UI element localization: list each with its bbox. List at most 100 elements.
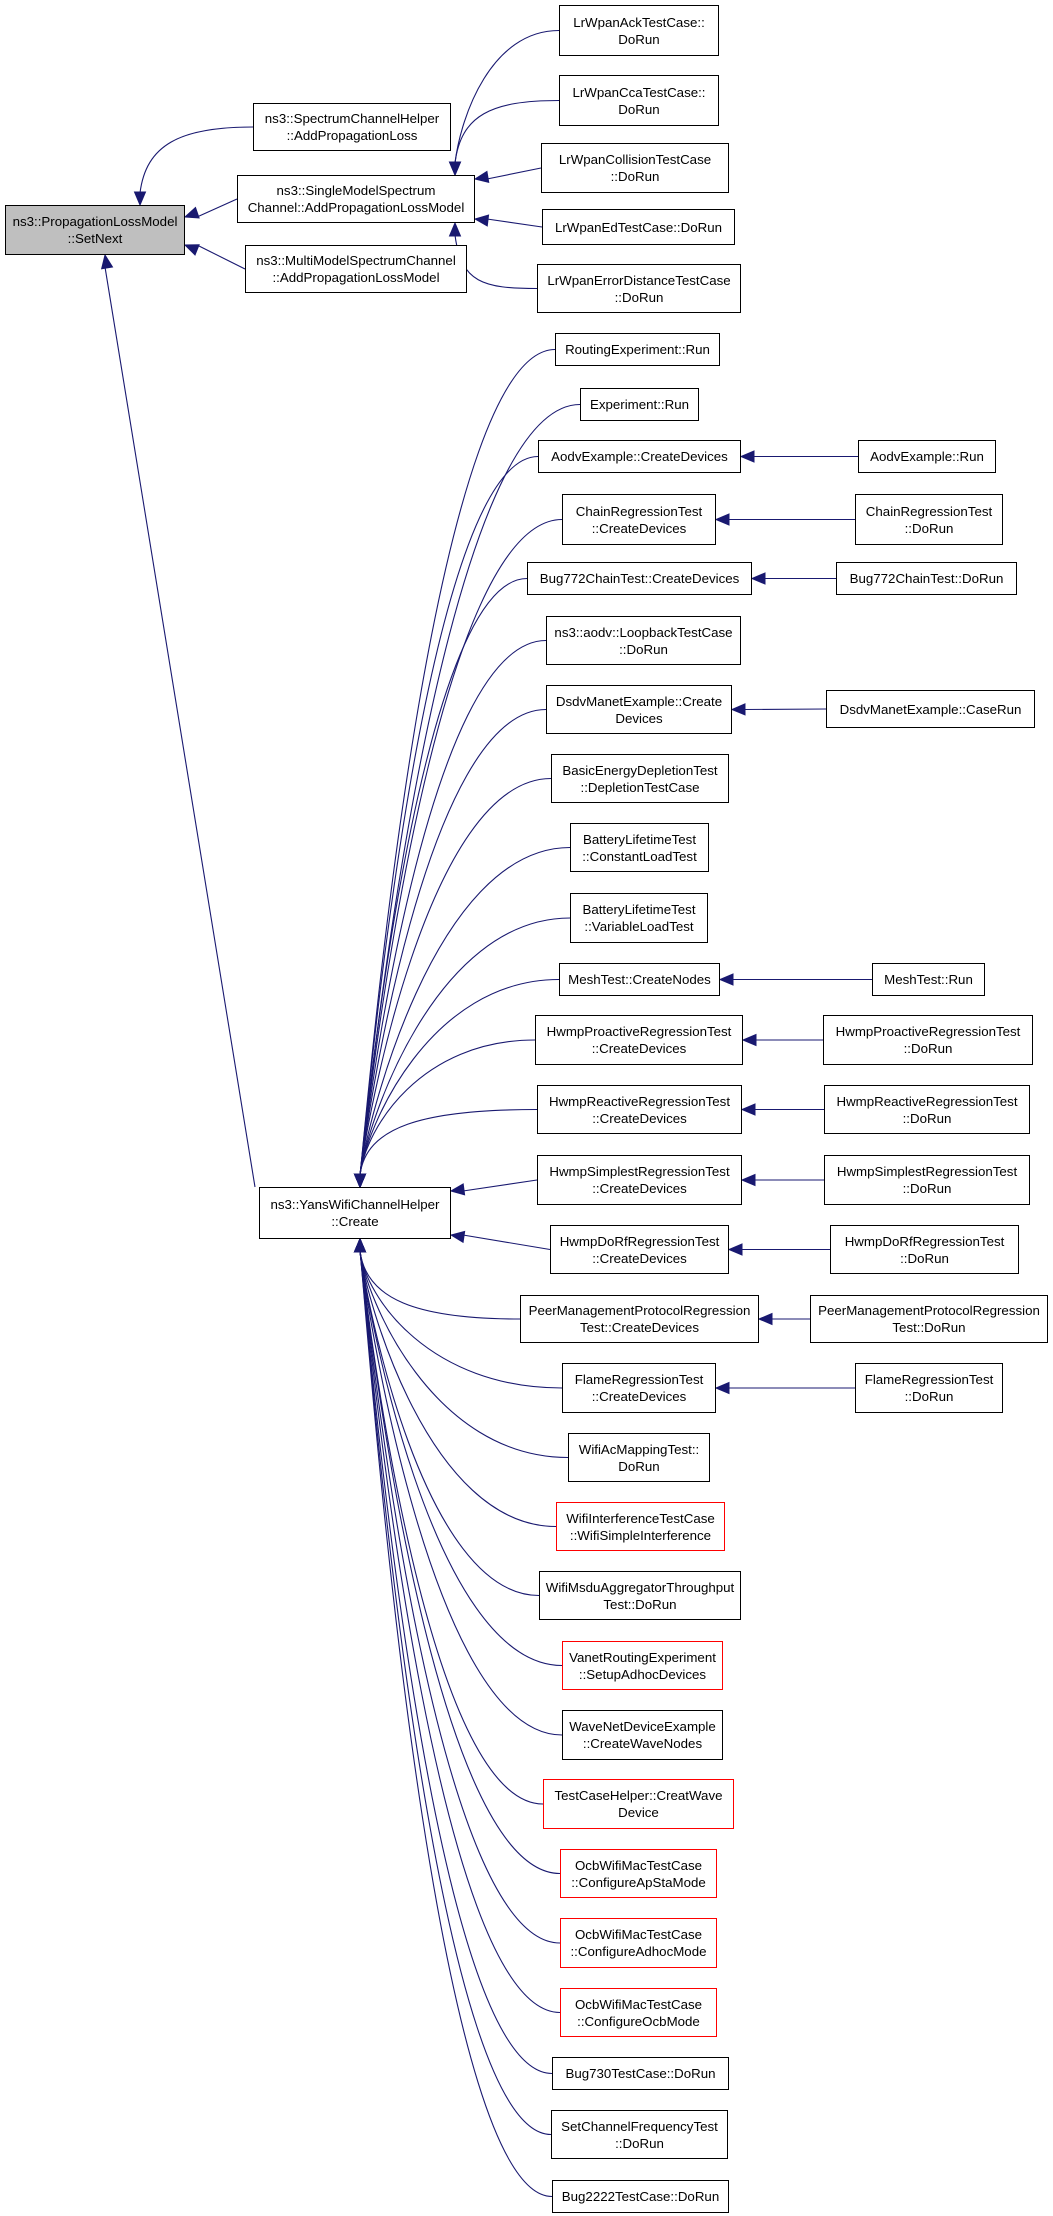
node-label-line: OcbWifiMacTestCase bbox=[574, 1927, 703, 1942]
node-dsdv-caserun[interactable]: DsdvManetExample::CaseRun bbox=[826, 690, 1035, 728]
node-label-line: HwmpSimplestRegressionTest bbox=[549, 1164, 730, 1179]
node-hwmp-pro-create[interactable]: HwmpProactiveRegressionTest::CreateDevic… bbox=[535, 1015, 743, 1065]
node-bug772-create[interactable]: Bug772ChainTest::CreateDevices bbox=[527, 562, 752, 595]
node-label-line: ::AddPropagationLoss bbox=[286, 128, 418, 143]
node-bug730[interactable]: Bug730TestCase::DoRun bbox=[552, 2057, 729, 2090]
arrowhead-hwmp-sim-create-to-yans-create bbox=[449, 1183, 466, 1196]
node-set-channel[interactable]: SetChannelFrequencyTest::DoRun bbox=[551, 2110, 728, 2159]
node-label-line: Devices bbox=[615, 710, 663, 726]
node-routing-exp[interactable]: RoutingExperiment::Run bbox=[555, 333, 720, 366]
node-hwmp-sim-run[interactable]: HwmpSimplestRegressionTest::DoRun bbox=[824, 1155, 1030, 1205]
edge-lrwpan-error-to-single-model bbox=[454, 234, 538, 290]
node-setnext[interactable]: ns3::PropagationLossModel::SetNext bbox=[5, 205, 185, 255]
node-flame-create[interactable]: FlameRegressionTest::CreateDevices bbox=[562, 1363, 716, 1413]
node-ocb-ocb[interactable]: OcbWifiMacTestCase::ConfigureOcbMode bbox=[560, 1988, 717, 2037]
node-lrwpan-cca[interactable]: LrWpanCcaTestCase::DoRun bbox=[559, 75, 719, 126]
edge-hwmp-rea-create-to-yans-create bbox=[359, 1108, 538, 1176]
node-label-line: HwmpReactiveRegressionTest bbox=[836, 1093, 1018, 1109]
edge-battery-const-to-yans-create bbox=[359, 846, 571, 1176]
arrowhead-bug772-run-to-bug772-create bbox=[750, 572, 766, 585]
node-chain-run[interactable]: ChainRegressionTest::DoRun bbox=[855, 494, 1003, 545]
node-hwmp-sim-create[interactable]: HwmpSimplestRegressionTest::CreateDevice… bbox=[537, 1155, 742, 1205]
node-bug2222[interactable]: Bug2222TestCase::DoRun bbox=[552, 2180, 729, 2213]
node-wave-net[interactable]: WaveNetDeviceExample::CreateWaveNodes bbox=[562, 1710, 723, 1760]
node-label-line: ::CreateDevices bbox=[591, 1389, 687, 1404]
node-label-line: Device bbox=[618, 1805, 659, 1820]
edge-multi-model-to-setnext bbox=[196, 244, 246, 270]
node-label-line: ::Create bbox=[331, 1214, 379, 1229]
edge-battery-var-to-yans-create bbox=[359, 917, 571, 1176]
node-label-line: MeshTest::CreateNodes bbox=[568, 972, 711, 987]
node-lrwpan-error[interactable]: LrWpanErrorDistanceTestCase::DoRun bbox=[537, 264, 741, 313]
arrowhead-hwmp-rea-run-to-hwmp-rea-create bbox=[740, 1103, 756, 1116]
node-hwmp-rea-create[interactable]: HwmpReactiveRegressionTest::CreateDevice… bbox=[537, 1085, 742, 1134]
node-lrwpan-ed[interactable]: LrWpanEdTestCase::DoRun bbox=[542, 209, 735, 245]
node-aodv-run[interactable]: AodvExample::Run bbox=[858, 440, 996, 473]
node-label-line: WifiMsduAggregatorThroughput bbox=[545, 1579, 735, 1595]
node-spectrum-helper[interactable]: ns3::SpectrumChannelHelper::AddPropagati… bbox=[253, 103, 451, 151]
node-lrwpan-ack[interactable]: LrWpanAckTestCase::DoRun bbox=[559, 5, 719, 56]
edge-dsdv-caserun-to-dsdv-create bbox=[743, 708, 827, 711]
node-wifi-ac[interactable]: WifiAcMappingTest::DoRun bbox=[568, 1433, 710, 1482]
node-experiment[interactable]: Experiment::Run bbox=[580, 388, 699, 421]
node-label-line: ::CreateWaveNodes bbox=[582, 1736, 703, 1751]
node-aodv-loopback[interactable]: ns3::aodv::LoopbackTestCase::DoRun bbox=[546, 616, 741, 665]
node-aodv-create[interactable]: AodvExample::CreateDevices bbox=[538, 440, 741, 473]
node-label-line: AodvExample::Run bbox=[870, 449, 984, 464]
arrowhead-peer-run-to-peer-create bbox=[757, 1312, 773, 1326]
node-label-line: HwmpProactiveRegressionTest bbox=[835, 1024, 1021, 1039]
node-label-line: ::ConstantLoadTest bbox=[582, 848, 697, 864]
arrowhead-lrwpan-cca-to-single-model bbox=[448, 161, 462, 177]
node-label-line: Bug2222TestCase::DoRun bbox=[561, 2189, 720, 2204]
node-battery-const[interactable]: BatteryLifetimeTest::ConstantLoadTest bbox=[570, 823, 709, 872]
node-label-line: ::CreateDevices bbox=[592, 1250, 687, 1266]
node-battery-var[interactable]: BatteryLifetimeTest::VariableLoadTest bbox=[570, 893, 708, 943]
node-label-line: ::DoRun bbox=[614, 289, 664, 305]
arrowhead-multi-model-to-setnext bbox=[183, 244, 200, 256]
node-lrwpan-collision[interactable]: LrWpanCollisionTestCase::DoRun bbox=[541, 143, 729, 193]
node-yans-create[interactable]: ns3::YansWifiChannelHelper::Create bbox=[259, 1187, 451, 1239]
arrowhead-lrwpan-ed-to-single-model bbox=[473, 214, 490, 227]
arrowhead-aodv-run-to-aodv-create bbox=[739, 450, 755, 463]
node-basic-energy[interactable]: BasicEnergyDepletionTest::DepletionTestC… bbox=[551, 754, 729, 803]
node-mesh-run[interactable]: MeshTest::Run bbox=[872, 963, 985, 996]
node-label-line: ns3::SingleModelSpectrum bbox=[276, 183, 436, 198]
node-label-line: LrWpanEdTestCase::DoRun bbox=[554, 219, 723, 235]
node-label-line: ::CreateDevices bbox=[591, 1041, 687, 1056]
node-label-line: ::DoRun bbox=[615, 2135, 664, 2151]
node-multi-model[interactable]: ns3::MultiModelSpectrumChannel::AddPropa… bbox=[245, 245, 467, 293]
node-ocb-adhoc[interactable]: OcbWifiMacTestCase::ConfigureAdhocMode bbox=[560, 1918, 717, 1968]
node-vanet[interactable]: VanetRoutingExperiment::SetupAdhocDevice… bbox=[562, 1641, 723, 1690]
node-bug772-run[interactable]: Bug772ChainTest::DoRun bbox=[836, 562, 1017, 595]
node-chain-create[interactable]: ChainRegressionTest::CreateDevices bbox=[562, 494, 716, 545]
node-wifi-interf[interactable]: WifiInterferenceTestCase::WifiSimpleInte… bbox=[556, 1502, 725, 1551]
node-label-line: ::DoRun bbox=[904, 1389, 954, 1404]
edge-hwmp-rf-create-to-yans-create bbox=[462, 1234, 551, 1251]
edge-peer-create-to-yans-create bbox=[359, 1250, 521, 1320]
edge-mesh-create-to-yans-create bbox=[359, 978, 560, 1176]
node-hwmp-pro-run[interactable]: HwmpProactiveRegressionTest::DoRun bbox=[823, 1015, 1033, 1065]
edge-lrwpan-ed-to-single-model bbox=[486, 218, 543, 228]
edge-vanet-to-yans-create bbox=[359, 1250, 563, 1667]
node-label-line: Test::CreateDevices bbox=[580, 1320, 699, 1335]
node-hwmp-rf-create[interactable]: HwmpDoRfRegressionTest::CreateDevices bbox=[550, 1225, 729, 1274]
node-label-line: Test::DoRun bbox=[603, 1596, 677, 1612]
node-label-line: FlameRegressionTest bbox=[574, 1372, 704, 1387]
node-flame-run[interactable]: FlameRegressionTest::DoRun bbox=[855, 1363, 1003, 1413]
node-mesh-create[interactable]: MeshTest::CreateNodes bbox=[559, 963, 720, 996]
edge-spectrum-helper-to-setnext bbox=[139, 126, 254, 194]
node-label-line: Bug730TestCase::DoRun bbox=[565, 2066, 716, 2081]
edge-bug2222-to-yans-create bbox=[359, 1250, 553, 2198]
node-ocb-apsta[interactable]: OcbWifiMacTestCase::ConfigureApStaMode bbox=[560, 1849, 717, 1898]
node-label-line: ::ConfigureAdhocMode bbox=[570, 1944, 707, 1959]
node-label-line: ::AddPropagationLossModel bbox=[272, 270, 440, 285]
node-hwmp-rf-run[interactable]: HwmpDoRfRegressionTest::DoRun bbox=[830, 1225, 1019, 1274]
node-hwmp-rea-run[interactable]: HwmpReactiveRegressionTest::DoRun bbox=[824, 1085, 1030, 1134]
arrowhead-spectrum-helper-to-setnext bbox=[133, 191, 147, 207]
